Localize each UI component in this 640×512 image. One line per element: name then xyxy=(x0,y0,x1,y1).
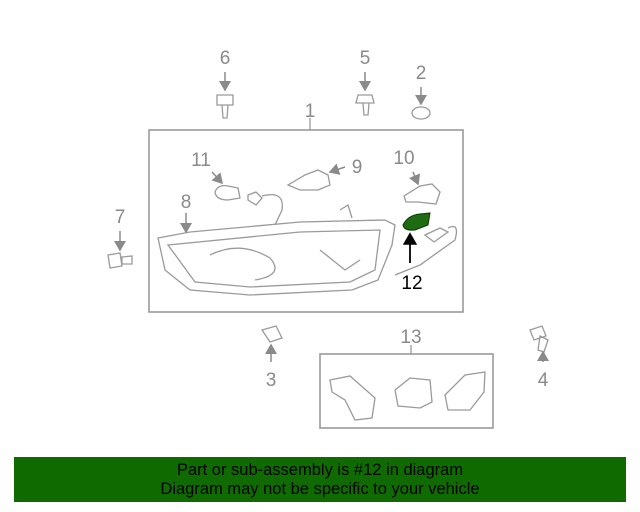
callout-12[interactable]: 12 xyxy=(401,273,422,294)
callout-13[interactable]: 13 xyxy=(400,327,421,348)
bracket-13b[interactable] xyxy=(394,377,433,409)
assembly-box-13 xyxy=(319,353,494,429)
banner-line-2: Diagram may not be specific to your vehi… xyxy=(160,480,480,498)
bolt-6[interactable] xyxy=(216,94,234,119)
bulb-9[interactable] xyxy=(286,169,331,191)
clip-3[interactable] xyxy=(260,325,283,343)
banner-line-1: Part or sub-assembly is #12 in diagram xyxy=(176,461,464,479)
bulb-12-highlighted[interactable] xyxy=(402,212,431,231)
bulb-11[interactable] xyxy=(214,184,241,201)
bulb-10[interactable] xyxy=(403,183,441,205)
callout-3[interactable]: 3 xyxy=(266,370,277,391)
callout-6[interactable]: 6 xyxy=(220,48,231,69)
callout-4[interactable]: 4 xyxy=(538,370,549,391)
callout-9[interactable]: 9 xyxy=(352,157,363,178)
bolt-7[interactable] xyxy=(107,252,133,269)
headlamp-housing[interactable] xyxy=(157,204,396,296)
part-info-banner: Part or sub-assembly is #12 in diagram D… xyxy=(14,457,626,502)
bolt-4[interactable] xyxy=(529,325,549,353)
callout-2[interactable]: 2 xyxy=(416,63,427,84)
callout-1[interactable]: 1 xyxy=(305,101,316,122)
bracket-13a[interactable] xyxy=(329,375,376,421)
callout-11[interactable]: 11 xyxy=(191,150,211,171)
screw-5[interactable] xyxy=(355,94,375,116)
assembly-box-1 xyxy=(148,129,464,313)
callout-5[interactable]: 5 xyxy=(360,48,371,69)
callout-7[interactable]: 7 xyxy=(115,207,126,228)
callout-10[interactable]: 10 xyxy=(393,148,414,169)
grommet-2[interactable] xyxy=(411,106,431,120)
bracket-13c[interactable] xyxy=(444,371,486,411)
callout-8[interactable]: 8 xyxy=(181,192,192,213)
